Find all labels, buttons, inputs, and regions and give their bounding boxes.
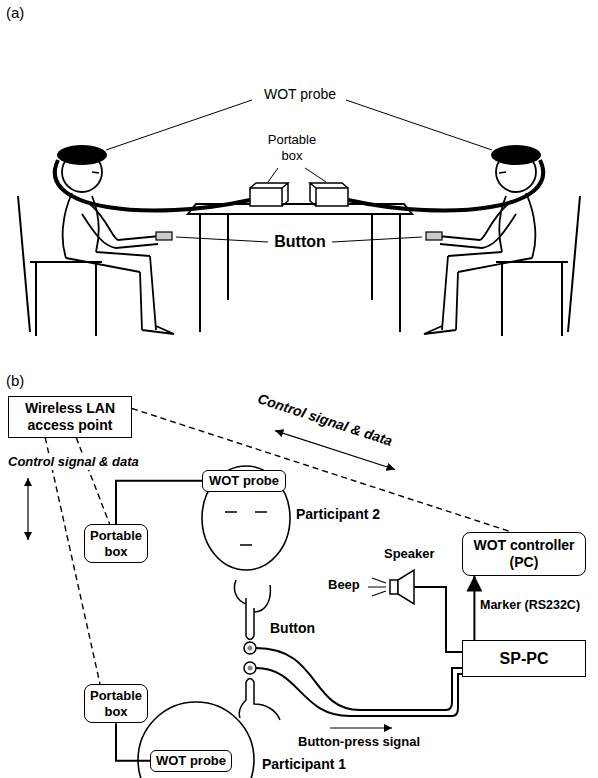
- button: [244, 642, 256, 654]
- speaker-symbol: [398, 570, 414, 604]
- participant-label: Participant 1: [262, 756, 346, 773]
- part-label: Button: [270, 620, 315, 637]
- button-wire: [256, 668, 462, 716]
- stimulus-pc-box: SP-PC: [462, 640, 586, 677]
- node-text: Portable box: [87, 528, 145, 559]
- participant-label: Participant 2: [296, 506, 380, 523]
- node-text: WOT probe: [154, 753, 228, 769]
- button-top: [248, 666, 253, 671]
- part-label: Portable box: [257, 132, 327, 163]
- speaker-symbol: [390, 580, 398, 594]
- bidirectional-arrow: [27, 478, 28, 540]
- connector: [473, 576, 475, 640]
- access-point-box: Wireless LAN access point: [8, 396, 132, 438]
- controller-box: WOT controller (PC): [462, 532, 586, 576]
- connector: [76, 438, 109, 524]
- connector-label: Marker (RS232C): [480, 598, 580, 613]
- button-top: [248, 646, 253, 651]
- node-text: Portable box: [87, 688, 145, 719]
- signal-label: Button-press signal: [298, 734, 420, 750]
- panel-label: (b): [6, 372, 24, 390]
- connector: [116, 723, 150, 761]
- probe-box: WOT probe: [150, 750, 232, 772]
- face: [225, 512, 267, 545]
- participant-head: [138, 702, 254, 778]
- signal-arrow: [330, 727, 392, 728]
- connector: [116, 481, 202, 524]
- speaker-wire: [414, 587, 462, 652]
- hand: [234, 580, 270, 640]
- probe-box: WOT probe: [202, 470, 286, 492]
- connector-label: Control signal & data: [255, 390, 394, 449]
- node-text: SP-PC: [469, 649, 579, 668]
- participant-head: [202, 466, 290, 570]
- table: [188, 204, 412, 332]
- portable-box: Portable box: [84, 524, 148, 563]
- portable-box: Portable box: [84, 684, 148, 723]
- sound-label: Beep: [328, 577, 360, 593]
- button: [244, 662, 256, 674]
- part-label: Speaker: [384, 546, 435, 562]
- part-label: Button: [274, 232, 326, 251]
- node-text: Wireless LAN access point: [13, 400, 127, 434]
- node-text: WOT controller (PC): [469, 537, 579, 571]
- node-text: WOT probe: [206, 473, 282, 489]
- leader-line: [106, 100, 492, 242]
- sound-lines: [368, 578, 386, 596]
- signal-label: Control signal & data: [8, 454, 139, 470]
- part-label: WOT probe: [264, 86, 336, 103]
- panel-label: (a): [6, 4, 24, 22]
- hand: [239, 679, 280, 721]
